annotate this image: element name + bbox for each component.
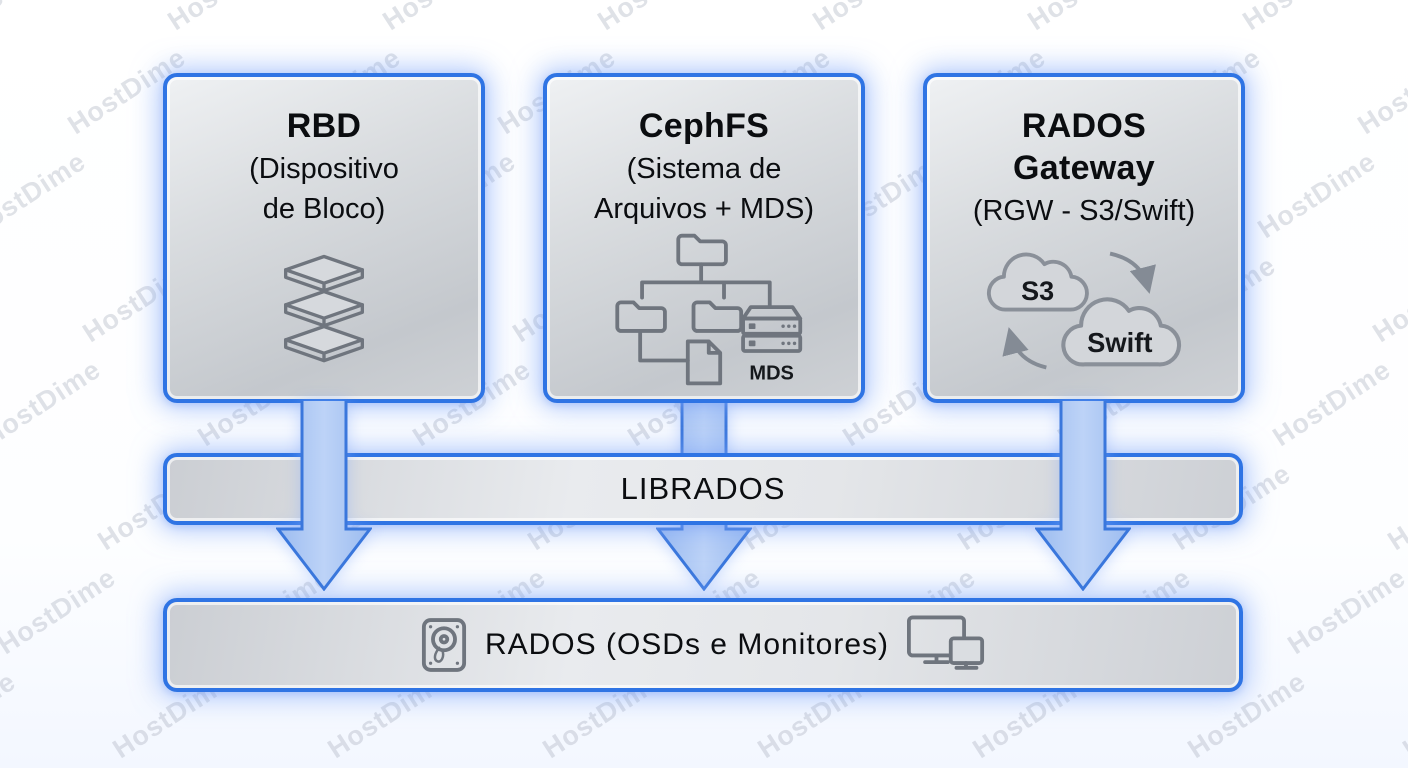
watermark-text: HostDime [1382,458,1408,557]
box-rbd-title: RBD [286,107,362,145]
cycle-arrow-left-icon [1002,326,1047,369]
box-rados-gateway-title-line1: RADOS [1021,107,1147,145]
watermark-text: HostDime [1367,250,1408,349]
watermark-text: HostDime [162,0,291,37]
watermark-text: HostDime [592,0,721,37]
rados-bar: RADOS (OSDs e Monitores) [163,598,1243,692]
box-cephfs-subtitle: (Sistema de Arquivos + MDS) [594,149,814,229]
monitors-icon [907,615,985,675]
watermark-text: HostDime [0,0,77,37]
arrow-down-rgw [1035,401,1131,591]
rados-label: RADOS (OSDs e Monitores) [484,628,890,661]
mds-icon-label: MDS [749,363,793,385]
watermark-text: HostDime [1282,562,1408,661]
box-rbd-subtitle: (Dispositivo de Bloco) [249,149,399,229]
swift-cloud-label: Swift [1087,326,1152,357]
watermark-text: HostDime [1397,666,1408,765]
block-storage-stack-icon [274,229,374,399]
watermark-text: HostDime [1352,42,1408,141]
box-rados-gateway-title-line2: Gateway [1013,149,1155,188]
box-rados-gateway-title: RADOS Gateway [1013,105,1155,189]
box-rados-gateway-subtitle-line1: (RGW - S3/Swift) [972,195,1196,228]
box-rados-gateway-subtitle: (RGW - S3/Swift) [973,191,1195,231]
watermark-text: HostDime [1022,0,1151,37]
watermark-text: HostDime [1237,0,1366,37]
box-cephfs-subtitle-line2: Arquivos + MDS) [594,193,814,226]
box-rbd-subtitle-line2: de Bloco) [262,193,386,226]
arrow-down-rbd [276,401,372,591]
watermark-text: HostDime [1267,354,1397,453]
watermark-text: HostDime [0,562,122,661]
box-rados-gateway: RADOS Gateway (RGW - S3/Swift) S3 [923,73,1245,403]
box-rbd: RBD (Dispositivo de Bloco) [163,73,485,403]
box-cephfs-subtitle-line1: (Sistema de [626,153,782,186]
watermark-text: HostDime [0,458,7,557]
watermark-text: HostDime [1252,146,1382,245]
watermark-text: HostDime [0,666,22,765]
librados-label: LIBRADOS [620,471,786,506]
folder-tree-with-mds-server-icon: MDS [600,229,808,401]
watermark-text: HostDime [807,0,936,37]
box-rbd-subtitle-line1: (Dispositivo [249,153,399,186]
box-cephfs-title: CephFS [638,107,770,145]
s3-cloud-label: S3 [1021,276,1054,306]
watermark-text: HostDime [377,0,506,37]
s3-swift-clouds-icon: S3 Swift [973,231,1195,399]
hard-drive-icon [421,617,467,673]
box-cephfs: CephFS (Sistema de Arquivos + MDS) [543,73,865,403]
cycle-arrow-right-icon [1109,251,1156,294]
watermark-text: HostDime [0,146,92,245]
watermark-text: HostDime [0,354,107,453]
